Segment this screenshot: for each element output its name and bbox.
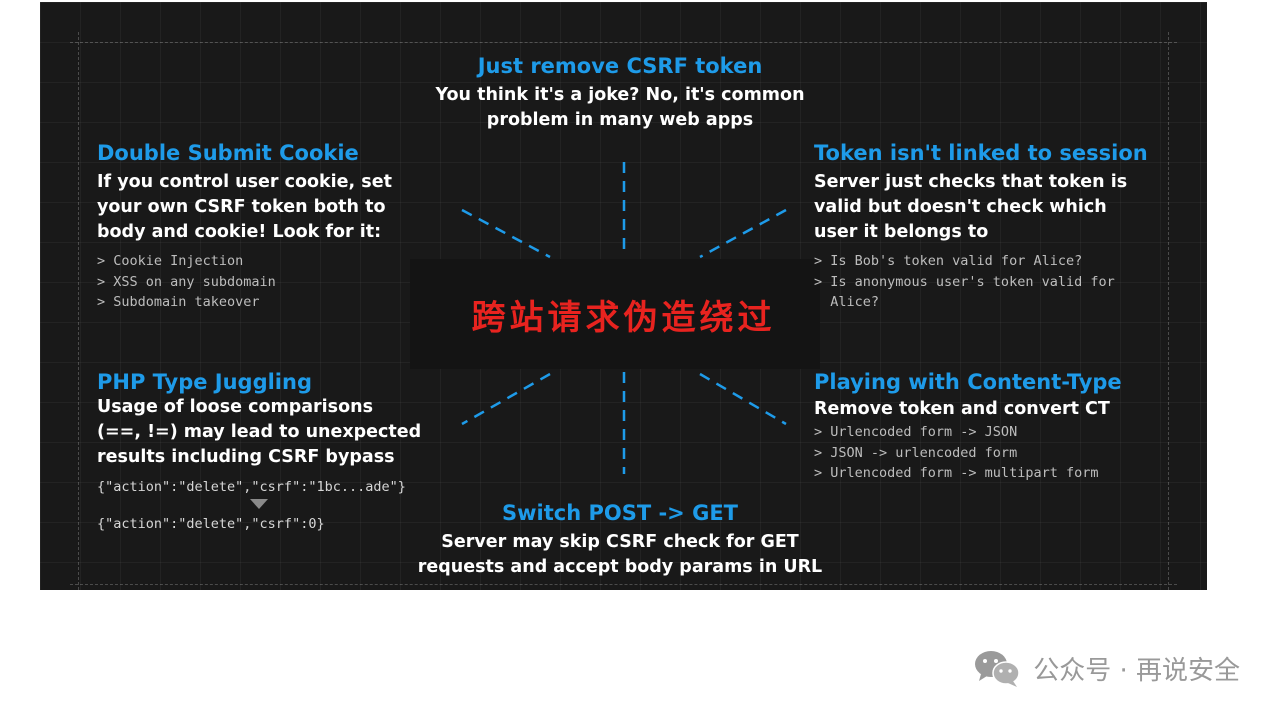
desc-line: your own CSRF token both to xyxy=(97,197,386,217)
frame-line-bottom xyxy=(70,584,1177,585)
spoke-upper-left xyxy=(461,208,551,259)
list-item: Alice? xyxy=(814,294,880,310)
frame-line-left xyxy=(78,32,79,590)
desc-content-type: Remove token and convert CT xyxy=(814,397,1184,422)
diagram-board: Just remove CSRF token You think it's a … xyxy=(40,2,1207,590)
desc-line: If you control user cookie, set xyxy=(97,172,392,192)
desc-remove-token: You think it's a joke? No, it's common p… xyxy=(390,83,850,133)
list-item: > JSON -> urlencoded form xyxy=(814,444,1018,461)
list-double-submit-cookie: > Cookie Injection > XSS on any subdomai… xyxy=(97,251,457,313)
list-token-session: > Is Bob's token valid for Alice? > Is a… xyxy=(814,251,1184,313)
desc-line: Server just checks that token is xyxy=(814,172,1128,192)
wechat-icon xyxy=(975,651,1020,687)
desc-switch-post-get: Server may skip CSRF check for GET reque… xyxy=(380,530,860,580)
watermark-text: 公众号 · 再说安全 xyxy=(1033,655,1240,686)
desc-double-submit-cookie: If you control user cookie, set your own… xyxy=(97,170,457,245)
list-item: > XSS on any subdomain xyxy=(97,273,276,290)
heading-php-type-juggling: PHP Type Juggling xyxy=(97,370,312,394)
block-php-type-juggling: PHP Type Juggling Usage of loose compari… xyxy=(97,369,497,533)
watermark: 公众号 · 再说安全 xyxy=(973,648,1240,688)
block-token-session: Token isn't linked to session Server jus… xyxy=(814,140,1184,313)
center-title-backdrop xyxy=(410,259,820,369)
desc-php-type-juggling: Usage of loose comparisons (==, !=) may … xyxy=(97,395,497,470)
desc-line: You think it's a joke? No, it's common xyxy=(435,85,805,105)
frame-line-top xyxy=(70,42,1177,43)
block-remove-token: Just remove CSRF token You think it's a … xyxy=(390,53,850,133)
list-item: > Subdomain takeover xyxy=(97,294,260,310)
list-item: > Is anonymous user's token valid for xyxy=(814,273,1115,290)
heading-remove-token: Just remove CSRF token xyxy=(477,54,763,78)
desc-line: (==, !=) may lead to unexpected xyxy=(97,422,422,442)
code-after: {"action":"delete","csrf":0} xyxy=(97,516,325,532)
center-title: 跨站请求伪造绕过 xyxy=(471,298,776,338)
desc-line: body and cookie! Look for it: xyxy=(97,222,382,242)
code-before: {"action":"delete","csrf":"1bc...ade"} xyxy=(97,479,406,495)
heading-switch-post-get: Switch POST -> GET xyxy=(501,501,738,525)
list-item: > Urlencoded form -> JSON xyxy=(814,424,1018,440)
heading-token-session: Token isn't linked to session xyxy=(814,141,1148,165)
heading-double-submit-cookie: Double Submit Cookie xyxy=(97,141,359,165)
desc-line: Remove token and convert CT xyxy=(814,399,1110,419)
list-item: > Is Bob's token valid for Alice? xyxy=(814,253,1083,269)
desc-line: user it belongs to xyxy=(814,222,989,242)
desc-line: results including CSRF bypass xyxy=(97,447,395,467)
list-item: > Urlencoded form -> multipart form xyxy=(814,465,1099,481)
frame-line-right xyxy=(1168,32,1169,590)
radial-spokes xyxy=(461,162,787,474)
list-item: > Cookie Injection xyxy=(97,253,244,269)
desc-line: Server may skip CSRF check for GET xyxy=(441,532,799,552)
spoke-lower-left xyxy=(461,372,551,426)
heading-content-type: Playing with Content-Type xyxy=(814,370,1122,394)
down-arrow-icon xyxy=(250,499,268,509)
block-double-submit-cookie: Double Submit Cookie If you control user… xyxy=(97,140,457,313)
desc-line: problem in many web apps xyxy=(486,110,754,130)
desc-line: Usage of loose comparisons xyxy=(97,397,373,417)
block-switch-post-get: Switch POST -> GET Server may skip CSRF … xyxy=(380,500,860,580)
block-content-type: Playing with Content-Type Remove token a… xyxy=(814,369,1184,484)
spoke-upper-right xyxy=(699,208,787,259)
desc-line: valid but doesn't check which xyxy=(814,197,1107,217)
desc-token-session: Server just checks that token is valid b… xyxy=(814,170,1184,245)
list-content-type: > Urlencoded form -> JSON > JSON -> urle… xyxy=(814,422,1184,484)
desc-line: requests and accept body params in URL xyxy=(417,557,823,577)
spoke-lower-right xyxy=(699,372,787,426)
